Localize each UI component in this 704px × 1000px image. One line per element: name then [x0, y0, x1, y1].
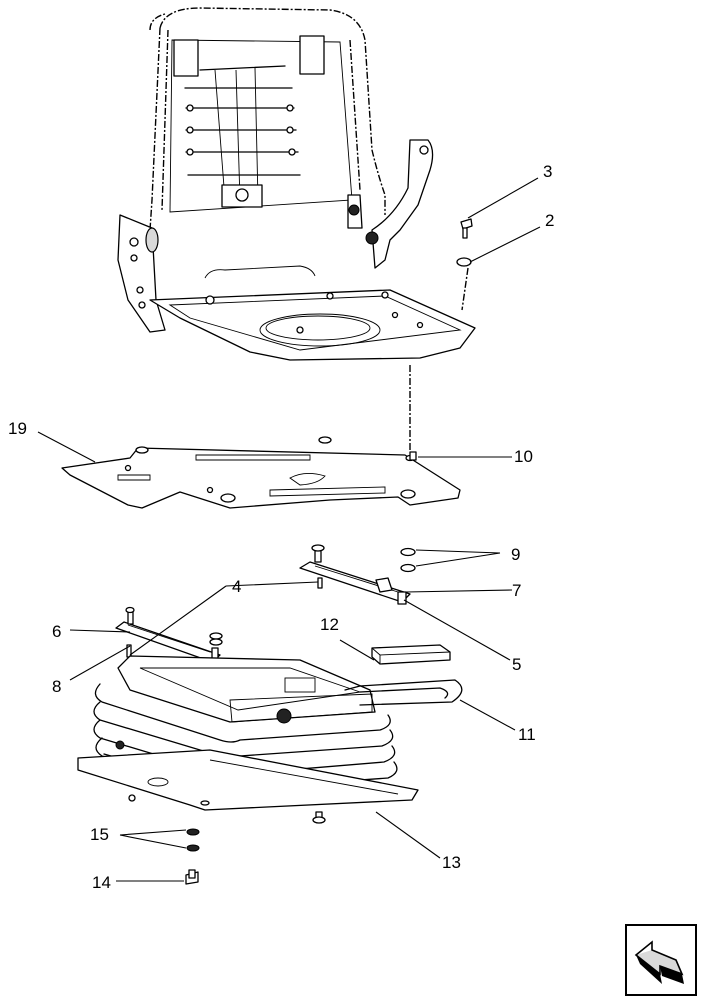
callout-3: 3	[543, 162, 552, 181]
next-page-arrow-icon[interactable]	[625, 924, 697, 996]
washer-2	[456, 257, 472, 267]
callout-14: 14	[92, 873, 111, 892]
seat-slide-plate-19	[61, 436, 461, 509]
callout-labels: 3 2 10 19 9 4 7 6 12 5 8 11 15 13 14	[8, 162, 554, 892]
lock-washers-15	[186, 828, 200, 852]
callout-7: 7	[512, 581, 521, 600]
suspension-assembly	[77, 655, 463, 824]
callout-6: 6	[52, 622, 61, 641]
nut-10	[409, 451, 417, 461]
seat-assembly	[117, 7, 476, 450]
bolt-14	[185, 869, 199, 885]
bolt-3	[460, 218, 473, 239]
slide-rail-right	[299, 544, 411, 605]
cover-block-12	[371, 644, 451, 665]
callout-5: 5	[512, 655, 521, 674]
callout-12: 12	[320, 615, 339, 634]
callout-13: 13	[442, 853, 461, 872]
callout-4: 4	[232, 577, 241, 596]
callout-15: 15	[90, 825, 109, 844]
leader-lines	[37, 177, 541, 882]
callout-11: 11	[518, 725, 536, 744]
callout-19: 19	[8, 419, 27, 438]
backrest-spring-grid	[184, 65, 301, 208]
callout-10: 10	[514, 447, 533, 466]
callout-9: 9	[511, 545, 520, 564]
callout-2: 2	[545, 211, 554, 230]
callout-8: 8	[52, 677, 61, 696]
washers-9	[400, 547, 416, 573]
